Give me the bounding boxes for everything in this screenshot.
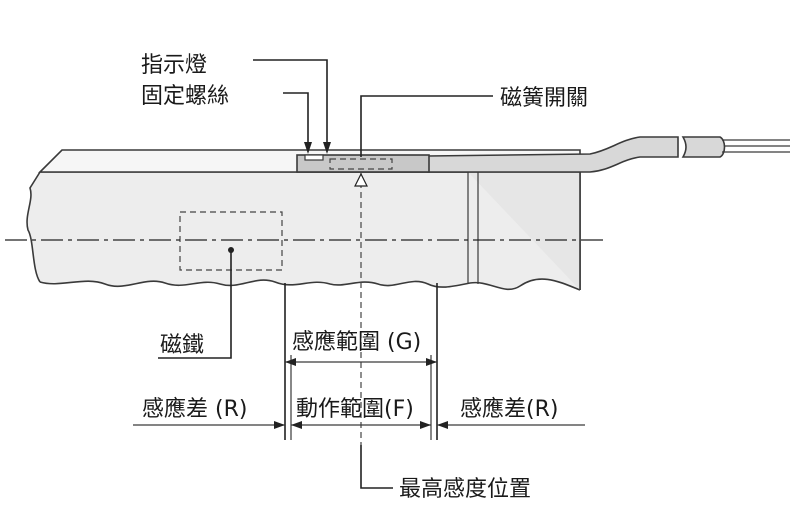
magnet-leader	[158, 250, 232, 359]
label-indicator: 指示燈	[141, 53, 207, 78]
max-sensitivity-marker	[354, 172, 368, 187]
reed-switch-leader	[360, 95, 493, 157]
label-hysteresis-left: 感應差 (R)	[142, 396, 247, 422]
max-sensitivity-leader	[360, 445, 393, 489]
label-fixing-screw: 固定螺絲	[141, 84, 229, 109]
label-max-sensitivity: 最高感度位置	[399, 477, 531, 502]
indicator-light	[304, 154, 324, 161]
fixing-screw-leader	[283, 92, 309, 150]
label-reed-switch: 磁簧開關	[500, 86, 588, 111]
label-sensing-range: 感應範圍 (G)	[292, 329, 421, 355]
cylinder-body	[27, 172, 581, 290]
reed-element	[329, 158, 393, 170]
indicator-leader	[253, 59, 328, 150]
label-magnet: 磁鐵	[160, 333, 204, 358]
cable-sheath-end	[681, 136, 726, 158]
label-operating-range: 動作範圍(F)	[296, 397, 414, 422]
cable	[427, 136, 679, 173]
label-hysteresis-right: 感應差(R)	[460, 396, 558, 422]
